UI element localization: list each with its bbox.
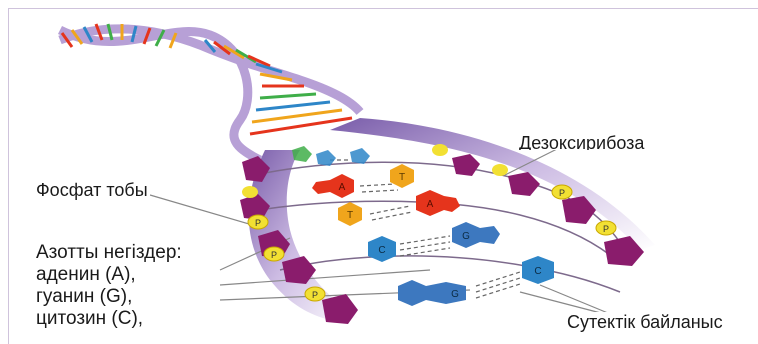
base-thymine-2: T [338, 202, 362, 226]
svg-text:G: G [462, 231, 470, 242]
phosphate-p-5: P [595, 220, 617, 236]
svg-text:C: C [534, 266, 541, 277]
phosphate-groups: P P P P P [242, 144, 617, 302]
svg-text:P: P [603, 224, 609, 234]
base-item-adenine: аденин (A), [36, 264, 136, 285]
backbone-ribbons [248, 118, 655, 320]
nitrogen-bases-heading: Азотты негіздер: [36, 242, 182, 263]
svg-text:P: P [312, 290, 318, 300]
base-adenine-2: A [416, 190, 460, 216]
hydrogen-bond-label: Сутектік байланыс [565, 312, 725, 333]
frame-top-border [8, 8, 758, 9]
base-item-cytosine: цитозин (C), [36, 308, 144, 329]
nitrogen-bases-label: Азотты негіздер: аденин (A), гуанин (G),… [34, 242, 184, 340]
base-guanine-2: G [398, 280, 466, 306]
strand-lines [254, 161, 626, 293]
base-guanine-1: G [452, 222, 500, 248]
phosphate-p-2: P [263, 246, 285, 262]
svg-text:P: P [559, 188, 565, 198]
phosphate-p-3: P [304, 286, 326, 302]
base-cytosine-2: C [522, 256, 554, 284]
hydrogen-bonds [330, 159, 521, 299]
svg-text:C: C [378, 245, 385, 256]
svg-text:G: G [451, 289, 459, 300]
phosphate-group-label: Фосфат тобы [34, 180, 150, 201]
base-thymine-1: T [390, 164, 414, 188]
phosphate-p-4: P [551, 184, 573, 200]
svg-text:T: T [399, 172, 405, 183]
phosphate-p-1: P [247, 214, 269, 230]
svg-text:T: T [347, 210, 353, 221]
base-item-guanine: гуанин (G), [36, 286, 133, 307]
base-cytosine-1: C [368, 236, 396, 262]
svg-text:P: P [271, 250, 277, 260]
double-helix [57, 23, 364, 165]
svg-text:A: A [339, 182, 346, 193]
deoxyribose-label: Дезоксирибоза [517, 133, 647, 150]
svg-text:A: A [427, 199, 434, 210]
base-adenine-1: A [312, 174, 354, 198]
nitrogen-bases: A T T A C G G C [292, 146, 554, 306]
svg-text:P: P [255, 218, 261, 228]
frame-left-border [8, 8, 9, 344]
